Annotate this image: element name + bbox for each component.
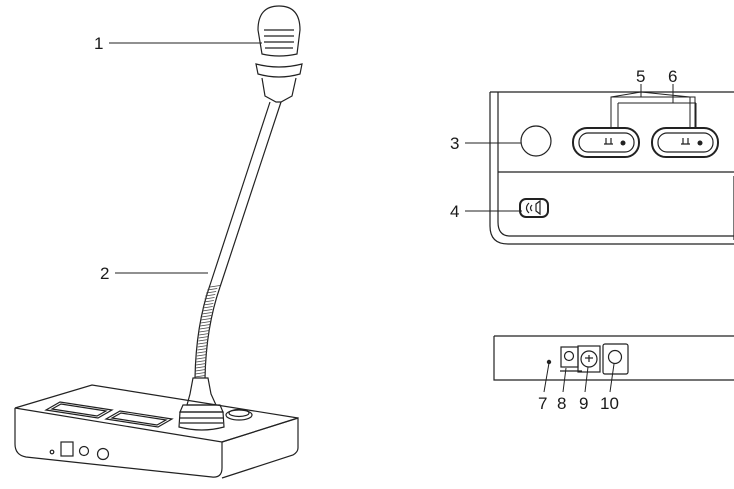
rear-view-panel <box>493 335 734 381</box>
callout-8: 8 <box>557 394 566 413</box>
callout-9: 9 <box>579 394 588 413</box>
callout-7: 7 <box>538 394 547 413</box>
neck-collar <box>178 377 225 431</box>
callout-2: 2 <box>100 264 109 283</box>
callout-4: 4 <box>450 202 459 221</box>
speaker-button <box>519 198 549 218</box>
microphone-illustration <box>14 5 303 479</box>
callout-6: 6 <box>668 67 677 86</box>
key-button-left <box>572 127 640 158</box>
callout-labels: 1 2 3 4 5 6 7 8 9 10 <box>94 34 677 413</box>
callout-5: 5 <box>636 67 645 86</box>
microphone-base <box>14 384 299 479</box>
top-view-panel <box>489 91 734 245</box>
leader-lines <box>109 42 697 393</box>
callout-3: 3 <box>450 134 459 153</box>
key-button-right <box>651 127 719 158</box>
callout-10: 10 <box>600 394 619 413</box>
flexible-neck-ribs <box>194 285 221 378</box>
mic-head <box>255 5 303 103</box>
callout-1: 1 <box>94 34 103 53</box>
